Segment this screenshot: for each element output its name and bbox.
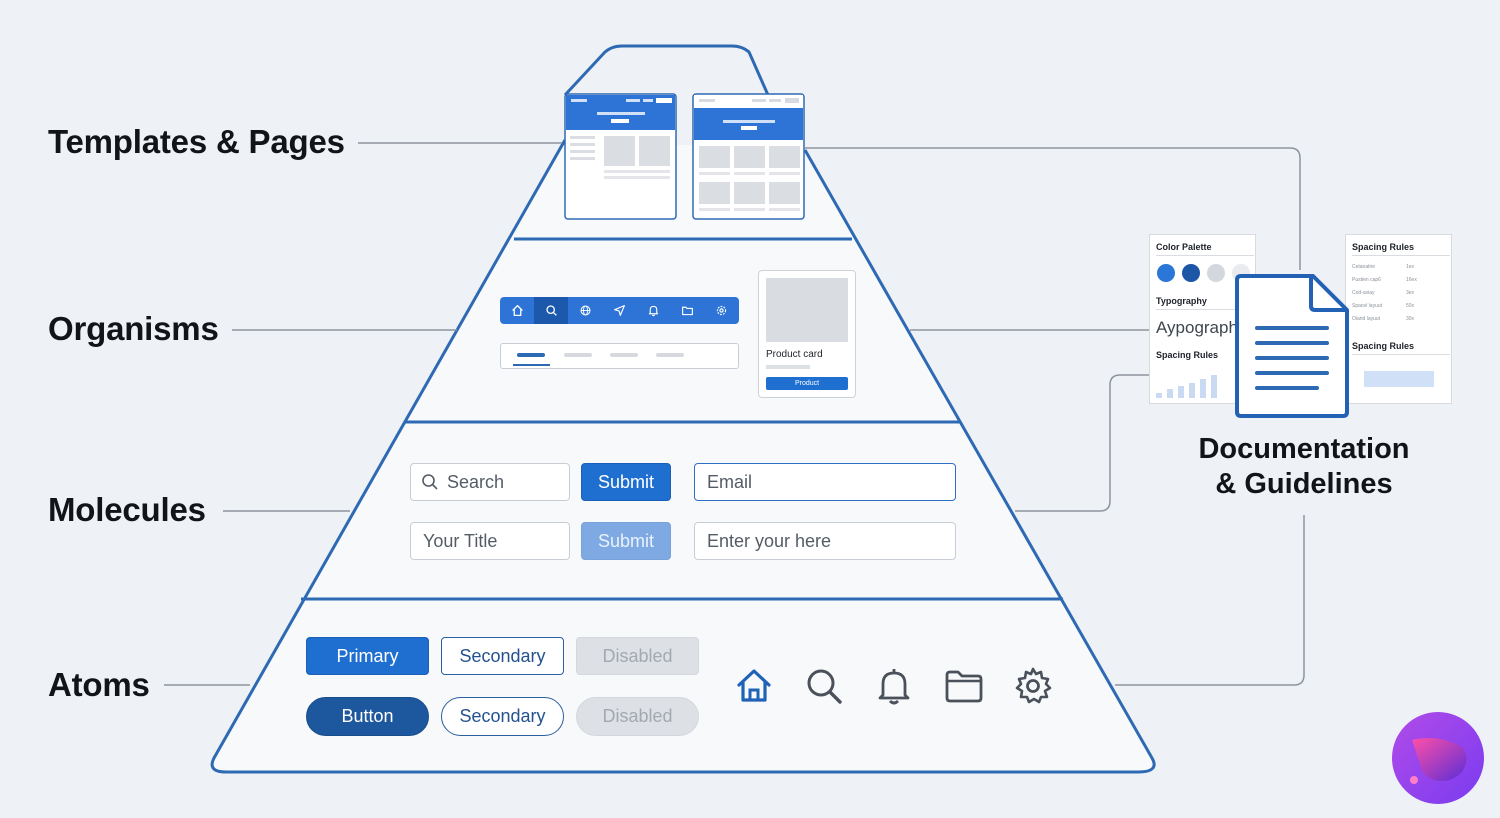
- documentation-heading-line2: & Guidelines: [1215, 468, 1393, 500]
- folder-icon: [682, 306, 694, 316]
- label-organisms: Organisms: [48, 310, 219, 347]
- color-palette-title: Color Palette: [1156, 242, 1212, 252]
- product-card-title: Product card: [766, 349, 823, 360]
- title-input[interactable]: Your Title: [410, 522, 570, 560]
- spacing-row-label: Cetanatire: [1352, 264, 1376, 270]
- pyramid-apex: [563, 44, 770, 97]
- product-card-button[interactable]: Product: [766, 377, 848, 390]
- nav-search-icon[interactable]: [534, 297, 569, 324]
- primary-button[interactable]: Primary: [306, 637, 429, 675]
- template-mockup-1: [564, 93, 677, 220]
- spacing-row-value: 30x: [1406, 316, 1415, 322]
- nav-folder-icon[interactable]: [671, 297, 705, 324]
- spacing-row-label: Oiand layuut: [1352, 316, 1381, 322]
- brand-logo: [1392, 712, 1484, 804]
- submit-button-loading[interactable]: Submit: [581, 522, 671, 560]
- spacing-rules-title-right: Spacing Rules: [1352, 242, 1415, 252]
- spacing-rules-title-left: Spacing Rules: [1156, 350, 1219, 360]
- pyramid-body: [210, 139, 1156, 774]
- search-icon: [422, 474, 438, 490]
- typography-sample: Aypograph: [1156, 318, 1238, 337]
- spacing-preview-block: [1364, 371, 1434, 387]
- connector-line: [805, 147, 1301, 270]
- label-templates-pages: Templates & Pages: [48, 123, 345, 160]
- search-icon: [546, 305, 557, 316]
- search-input-placeholder: Search: [447, 471, 505, 492]
- spacing-row-label: Pustien cap6: [1352, 277, 1381, 283]
- email-input[interactable]: Email: [694, 463, 956, 501]
- connector-line: [1115, 515, 1305, 686]
- documentation-heading: Documentation & Guidelines: [1180, 432, 1428, 502]
- disabled-pill-button[interactable]: Disabled: [576, 697, 699, 736]
- label-atoms: Atoms: [48, 666, 150, 703]
- search-input[interactable]: Search: [410, 463, 570, 501]
- spacing-row-value: 16ex: [1406, 277, 1417, 283]
- nav-gear-icon[interactable]: [705, 297, 739, 324]
- documentation-heading-line1: Documentation: [1198, 433, 1410, 465]
- secondary-pill-button[interactable]: Secondary: [441, 697, 564, 736]
- spacing-row-label: Cod-aviay: [1352, 290, 1375, 296]
- folder-icon[interactable]: [943, 665, 985, 707]
- product-card[interactable]: Product card Product: [758, 270, 856, 398]
- text-input[interactable]: Enter your here: [694, 522, 956, 560]
- typography-title: Typography: [1156, 296, 1207, 306]
- search-icon[interactable]: [803, 665, 845, 707]
- submit-button[interactable]: Submit: [581, 463, 671, 501]
- spacing-rules-title-right-2: Spacing Rules: [1352, 341, 1415, 351]
- spacing-row-label: Spacel layuut: [1352, 303, 1383, 309]
- template-mockup-2: [692, 93, 805, 220]
- spacing-row-value: 1ex: [1406, 264, 1415, 270]
- spacing-row-value: 3ex: [1406, 290, 1415, 296]
- product-card-subtitle: [766, 365, 810, 369]
- home-icon[interactable]: [733, 665, 775, 707]
- disabled-button[interactable]: Disabled: [576, 637, 699, 675]
- product-card-image: [766, 278, 848, 342]
- secondary-button[interactable]: Secondary: [441, 637, 564, 675]
- tab-bar-organism: [500, 343, 739, 369]
- connector-line: [1015, 374, 1150, 512]
- nav-home-icon[interactable]: [500, 297, 534, 324]
- home-icon: [511, 304, 523, 317]
- gear-icon[interactable]: [1012, 665, 1054, 707]
- globe-icon: [580, 305, 591, 316]
- gear-icon: [717, 305, 727, 316]
- tab-bar-shapes: [513, 353, 684, 366]
- nav-globe-icon[interactable]: [568, 297, 602, 324]
- nav-bell-icon[interactable]: [637, 297, 671, 324]
- label-molecules: Molecules: [48, 491, 206, 528]
- send-icon: [614, 305, 625, 316]
- pill-button[interactable]: Button: [306, 697, 429, 736]
- bell-icon: [648, 305, 659, 317]
- bell-icon[interactable]: [873, 665, 915, 707]
- spacing-row-value: 50x: [1406, 303, 1415, 309]
- nav-bar-organism: [500, 297, 739, 324]
- spacing-rules-doc-card: Spacing Rules Cetanatire 1ex Pustien cap…: [1345, 234, 1452, 404]
- spacing-bar-chart: [1156, 375, 1217, 398]
- nav-send-icon[interactable]: [602, 297, 636, 324]
- document-icon: [1235, 274, 1349, 418]
